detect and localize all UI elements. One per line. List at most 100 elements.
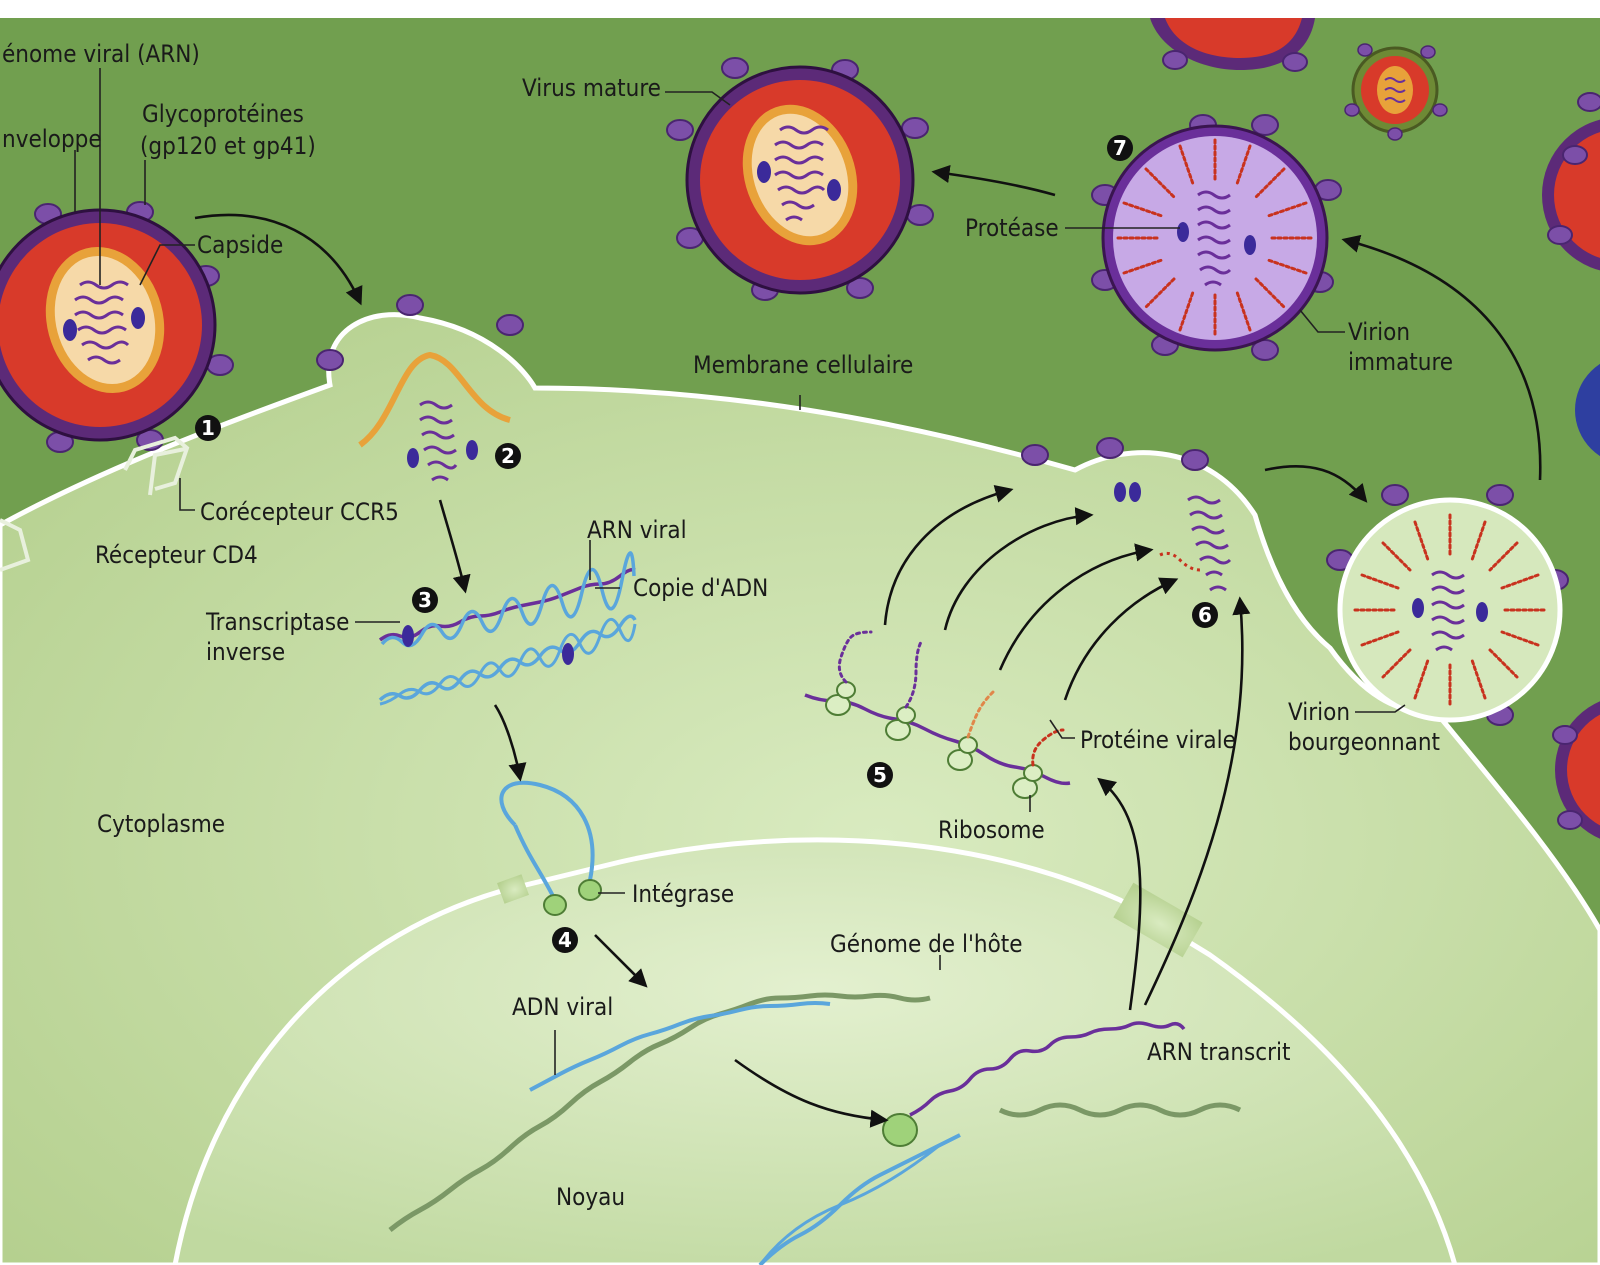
step-5-marker: 5 (867, 762, 893, 788)
viral-dna (758, 1133, 961, 1265)
rna-polymerase-icon (882, 1113, 918, 1147)
label-recepteur: Récepteur CD4 (95, 541, 258, 569)
nuclear-pore (497, 874, 529, 904)
leader-lines (74, 68, 1406, 1075)
step-markers: 1 2 3 4 5 6 7 (195, 135, 1218, 953)
arrow-protein-4 (1063, 577, 1179, 701)
svg-text:1: 1 (201, 416, 215, 440)
arrow-protein-3 (998, 543, 1154, 671)
arrow-transcript-to-ribosome (1097, 777, 1142, 1011)
budding-virion (1326, 484, 1569, 726)
glycoprotein-icon (1021, 437, 1209, 471)
svg-text:7: 7 (1113, 136, 1127, 160)
label-transcriptase-2: inverse (206, 638, 285, 666)
step-3-marker: 3 (412, 587, 438, 613)
reverse-transcriptase (402, 625, 414, 647)
label-protease: Protéase (965, 214, 1059, 242)
svg-text:5: 5 (873, 763, 887, 787)
arrow-3-to-4 (493, 704, 527, 782)
gag-protein-spokes (1353, 513, 1547, 707)
label-proteine-virale: Protéine virale (1080, 726, 1236, 754)
label-arn-viral: ARN viral (587, 516, 687, 544)
arrow-immature-to-mature (931, 164, 1056, 197)
label-arn-transcrit: ARN transcrit (1147, 1038, 1290, 1066)
ribosome-icon (825, 681, 1043, 799)
label-virion-bourgeonnant-1: Virion (1288, 698, 1350, 726)
double-stranded-dna (378, 614, 637, 702)
label-glycoproteines: Glycoprotéines (142, 100, 304, 128)
step-7-marker: 7 (1107, 135, 1133, 161)
viral-enzyme (1129, 482, 1141, 502)
dna-copy (380, 551, 636, 648)
nuclear-pore (1113, 882, 1203, 958)
arrow-4-to-integration (594, 934, 648, 988)
viral-protein-chain (1159, 551, 1201, 572)
label-gp120-gp41: (gp120 et gp41) (140, 132, 316, 160)
cd4-receptor-icon (0, 435, 190, 572)
labels: énome viral (ARN) nveloppe Glycoprotéine… (2, 40, 1453, 1211)
svg-text:2: 2 (501, 444, 515, 468)
viral-dna-loop (513, 824, 557, 901)
arrow-integration-to-transcription (734, 1058, 889, 1128)
label-virion-immature-2: immature (1348, 348, 1453, 376)
label-virus-mature: Virus mature (522, 74, 661, 102)
label-membrane: Membrane cellulaire (693, 351, 913, 379)
arrow-protein-1 (883, 484, 1014, 626)
integrase-icon (543, 894, 567, 916)
step-1-marker: 1 (195, 415, 221, 441)
step-6-marker: 6 (1192, 602, 1218, 628)
arrow-6-to-budding (1264, 464, 1368, 503)
label-noyau: Noyau (556, 1183, 625, 1211)
label-genome-viral: énome viral (ARN) (2, 40, 200, 68)
label-virion-bourgeonnant-2: bourgeonnant (1288, 728, 1440, 756)
reverse-transcriptase (407, 448, 419, 468)
svg-text:6: 6 (1198, 603, 1212, 627)
glycoprotein-icon (316, 294, 524, 371)
label-integrase: Intégrase (632, 880, 734, 908)
svg-text:3: 3 (418, 588, 432, 612)
step-2-marker: 2 (495, 443, 521, 469)
reverse-transcriptase (466, 440, 478, 460)
gag-protein-spokes (1116, 138, 1314, 337)
capsid-shell (358, 351, 511, 448)
arrow-2-to-3 (438, 499, 471, 594)
partial-virion-right (1542, 92, 1600, 271)
host-genome (388, 992, 931, 1232)
arrow-protein-2 (943, 507, 1094, 631)
viral-dna (758, 1143, 941, 1265)
viral-rna (1187, 495, 1232, 592)
double-stranded-dna (379, 618, 637, 706)
label-capside: Capside (197, 231, 283, 259)
label-corecepteur: Corécepteur CCR5 (200, 498, 399, 526)
step-4-marker: 4 (552, 927, 578, 953)
host-genome (998, 1102, 1242, 1118)
arrow-1-to-2 (194, 213, 363, 306)
process-arrows (194, 164, 1542, 1128)
rna-transcript (909, 1021, 1186, 1117)
small-virion-top (1344, 43, 1448, 141)
label-ribosome: Ribosome (938, 816, 1045, 844)
reverse-transcriptase (562, 643, 574, 665)
label-virion-immature-1: Virion (1348, 318, 1410, 346)
immature-virion (1091, 114, 1342, 361)
svg-text:4: 4 (558, 928, 572, 952)
label-cytoplasme: Cytoplasme (97, 810, 225, 838)
label-genome-hote: Génome de l'hôte (830, 930, 1023, 958)
label-enveloppe: nveloppe (2, 125, 102, 153)
label-adn-viral: ADN viral (512, 993, 613, 1021)
label-transcriptase-1: Transcriptase (205, 608, 349, 636)
integrase-icon (578, 879, 602, 901)
arrow-budding-to-immature (1341, 234, 1542, 481)
viral-dna (529, 1001, 831, 1092)
partial-virion-right (1552, 363, 1600, 839)
viral-enzyme (1114, 482, 1126, 502)
virus-entering (0, 201, 234, 453)
viral-rna (419, 400, 458, 482)
arrow-transcript-to-assembly (1143, 596, 1251, 1006)
viral-rna (378, 567, 636, 642)
mature-virus (666, 57, 934, 301)
label-copie-adn: Copie d'ADN (633, 574, 768, 602)
partial-virion-top (1150, 18, 1315, 72)
